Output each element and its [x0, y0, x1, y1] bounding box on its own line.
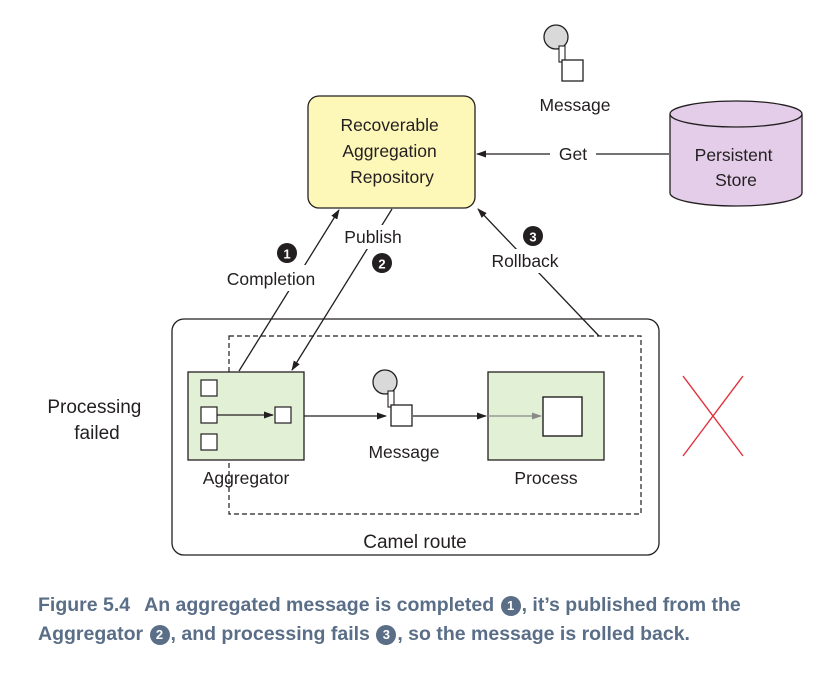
process-label: Process — [514, 468, 577, 488]
repository-label: Recoverable Aggregation Repository — [340, 115, 443, 187]
aggregator-label: Aggregator — [203, 468, 290, 488]
rollback-label-bg — [482, 249, 568, 273]
rollback-label: Rollback — [491, 251, 558, 271]
step-1-number: 1 — [283, 247, 290, 262]
publish-label: Publish — [344, 227, 401, 247]
message-icon-top — [543, 24, 584, 82]
caption-cue-1: 1 — [500, 596, 521, 616]
processing-failed-line-2: failed — [74, 423, 119, 444]
message-label-route: Message — [368, 442, 439, 462]
processing-failed-label: Processing failed — [47, 397, 146, 444]
repository-label-line-1: Recoverable — [340, 115, 438, 135]
step-1-marker — [277, 243, 297, 263]
store-label-line-2: Store — [715, 170, 757, 190]
message-label-top: Message — [539, 95, 610, 115]
persistent-store-label: Persistent Store — [695, 145, 778, 190]
message-icon-route — [372, 369, 413, 427]
aggregator-output — [274, 406, 292, 424]
aggregator-input-2 — [200, 406, 218, 424]
completion-label-bg — [214, 265, 329, 291]
store-label-line-1: Persistent — [695, 145, 773, 165]
step-2-marker — [372, 253, 392, 273]
aggregator-input-3 — [200, 433, 218, 451]
caption-text-4: , so the message is rolled back. — [397, 623, 690, 645]
completion-label: Completion — [227, 269, 316, 289]
step-2-number: 2 — [378, 257, 385, 272]
caption-text-3: , and processing fails — [170, 623, 370, 645]
caption-text-2: , it’s published from the Aggregator — [38, 594, 741, 645]
publish-label-bg — [337, 225, 411, 249]
persistent-store-cylinder — [669, 100, 803, 207]
repository-box — [307, 95, 476, 209]
failure-x-icon — [682, 375, 744, 457]
figure-caption: Figure 5.4 An aggregated message is compl… — [38, 591, 798, 649]
camel-route-label: Camel route — [363, 532, 467, 553]
aggregator-input-1 — [200, 379, 218, 397]
caption-cue-2: 2 — [149, 625, 170, 645]
get-label: Get — [559, 144, 587, 164]
repository-label-line-3: Repository — [350, 167, 434, 187]
caption-cue-3: 3 — [376, 625, 397, 645]
step-3-number: 3 — [529, 230, 536, 245]
get-label-bg — [550, 141, 596, 167]
repository-label-line-2: Aggregation — [342, 141, 436, 161]
camel-route-box — [171, 318, 660, 556]
caption-text-1: An aggregated message is completed — [144, 594, 495, 616]
figure-number: Figure 5.4 — [38, 594, 131, 616]
process-inner-box — [542, 396, 583, 437]
processing-failed-line-1: Processing — [47, 397, 141, 418]
step-3-marker — [523, 226, 543, 246]
